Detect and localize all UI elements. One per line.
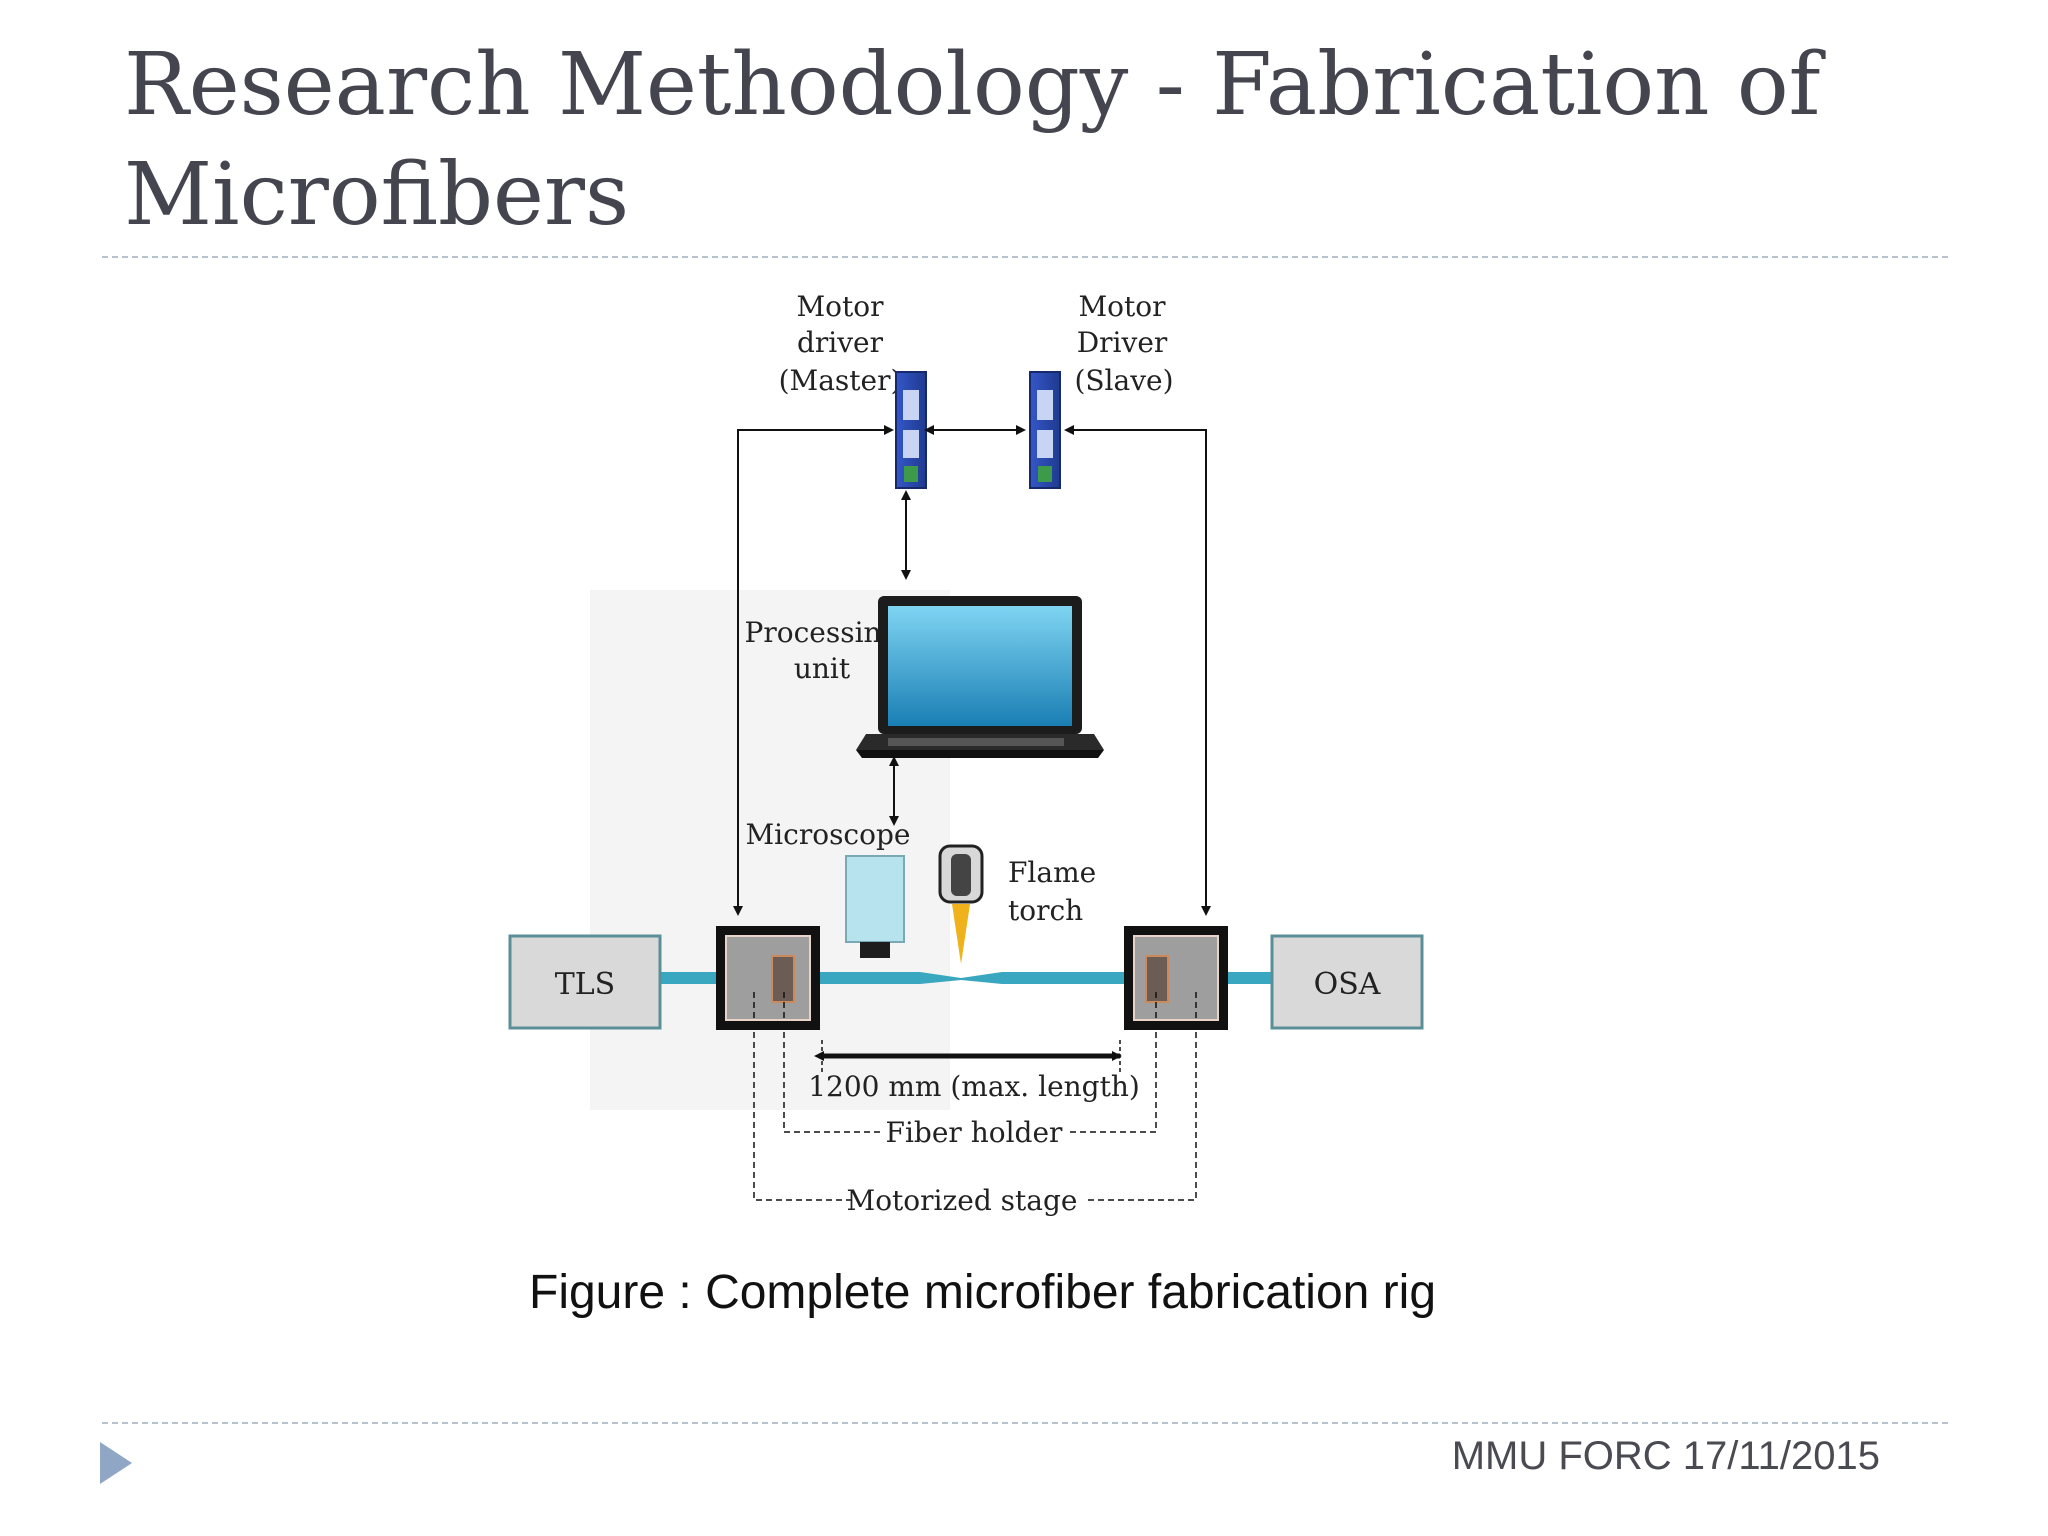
fabrication-rig-diagram: Motor driver (Master) Motor Driver (Slav… <box>500 280 1460 1240</box>
motor-driver-slave: Motor Driver (Slave) <box>1029 290 1174 489</box>
motor-slave-label-line2: Driver <box>1077 326 1168 359</box>
motor-slave-label-line1: Motor <box>1078 290 1166 323</box>
motor-master-label-line2: driver <box>797 326 884 359</box>
length-label: 1200 mm (max. length) <box>808 1070 1140 1103</box>
footer-text: MMU FORC 17/11/2015 <box>1451 1434 1880 1478</box>
flame-torch: Flame torch <box>938 844 1096 964</box>
tls-label: TLS <box>555 967 615 1002</box>
microscope-label: Microscope <box>746 818 911 851</box>
slave-stage-line <box>1066 429 1211 916</box>
next-slide-arrow-icon[interactable] <box>100 1442 132 1484</box>
motor-slave-label-line3: (Slave) <box>1074 364 1173 397</box>
laptop-processing-unit: Processing unit <box>745 596 1104 758</box>
motorized-stage-label: Motorized stage <box>847 1184 1078 1217</box>
motorized-stage-callout: Motorized stage <box>753 992 1197 1217</box>
motor-master-label-line1: Motor <box>796 290 884 323</box>
flame-label-line1: Flame <box>1008 856 1096 889</box>
title-divider <box>102 256 1948 258</box>
master-stage-line <box>733 429 890 916</box>
footer-divider <box>102 1422 1948 1424</box>
processing-label-line1: Processing <box>745 616 900 649</box>
motor-driver-master: Motor driver (Master) <box>779 290 927 489</box>
left-motorized-stage <box>716 926 820 1030</box>
slide-title: Research Methodology - Fabrication of Mi… <box>124 35 1821 245</box>
fiber-holder-label: Fiber holder <box>886 1116 1064 1149</box>
right-motorized-stage <box>1124 926 1228 1030</box>
tls-box: TLS <box>508 934 662 1030</box>
osa-label: OSA <box>1314 967 1381 1002</box>
microscope: Microscope <box>746 818 911 958</box>
motor-master-label-line3: (Master) <box>779 364 902 397</box>
fiber-holder-callout: Fiber holder <box>783 992 1157 1149</box>
osa-box: OSA <box>1270 934 1424 1030</box>
flame-label-line2: torch <box>1008 894 1083 927</box>
figure-caption: Figure : Complete microfiber fabrication… <box>529 1266 1437 1319</box>
processing-label-line2: unit <box>794 652 851 685</box>
